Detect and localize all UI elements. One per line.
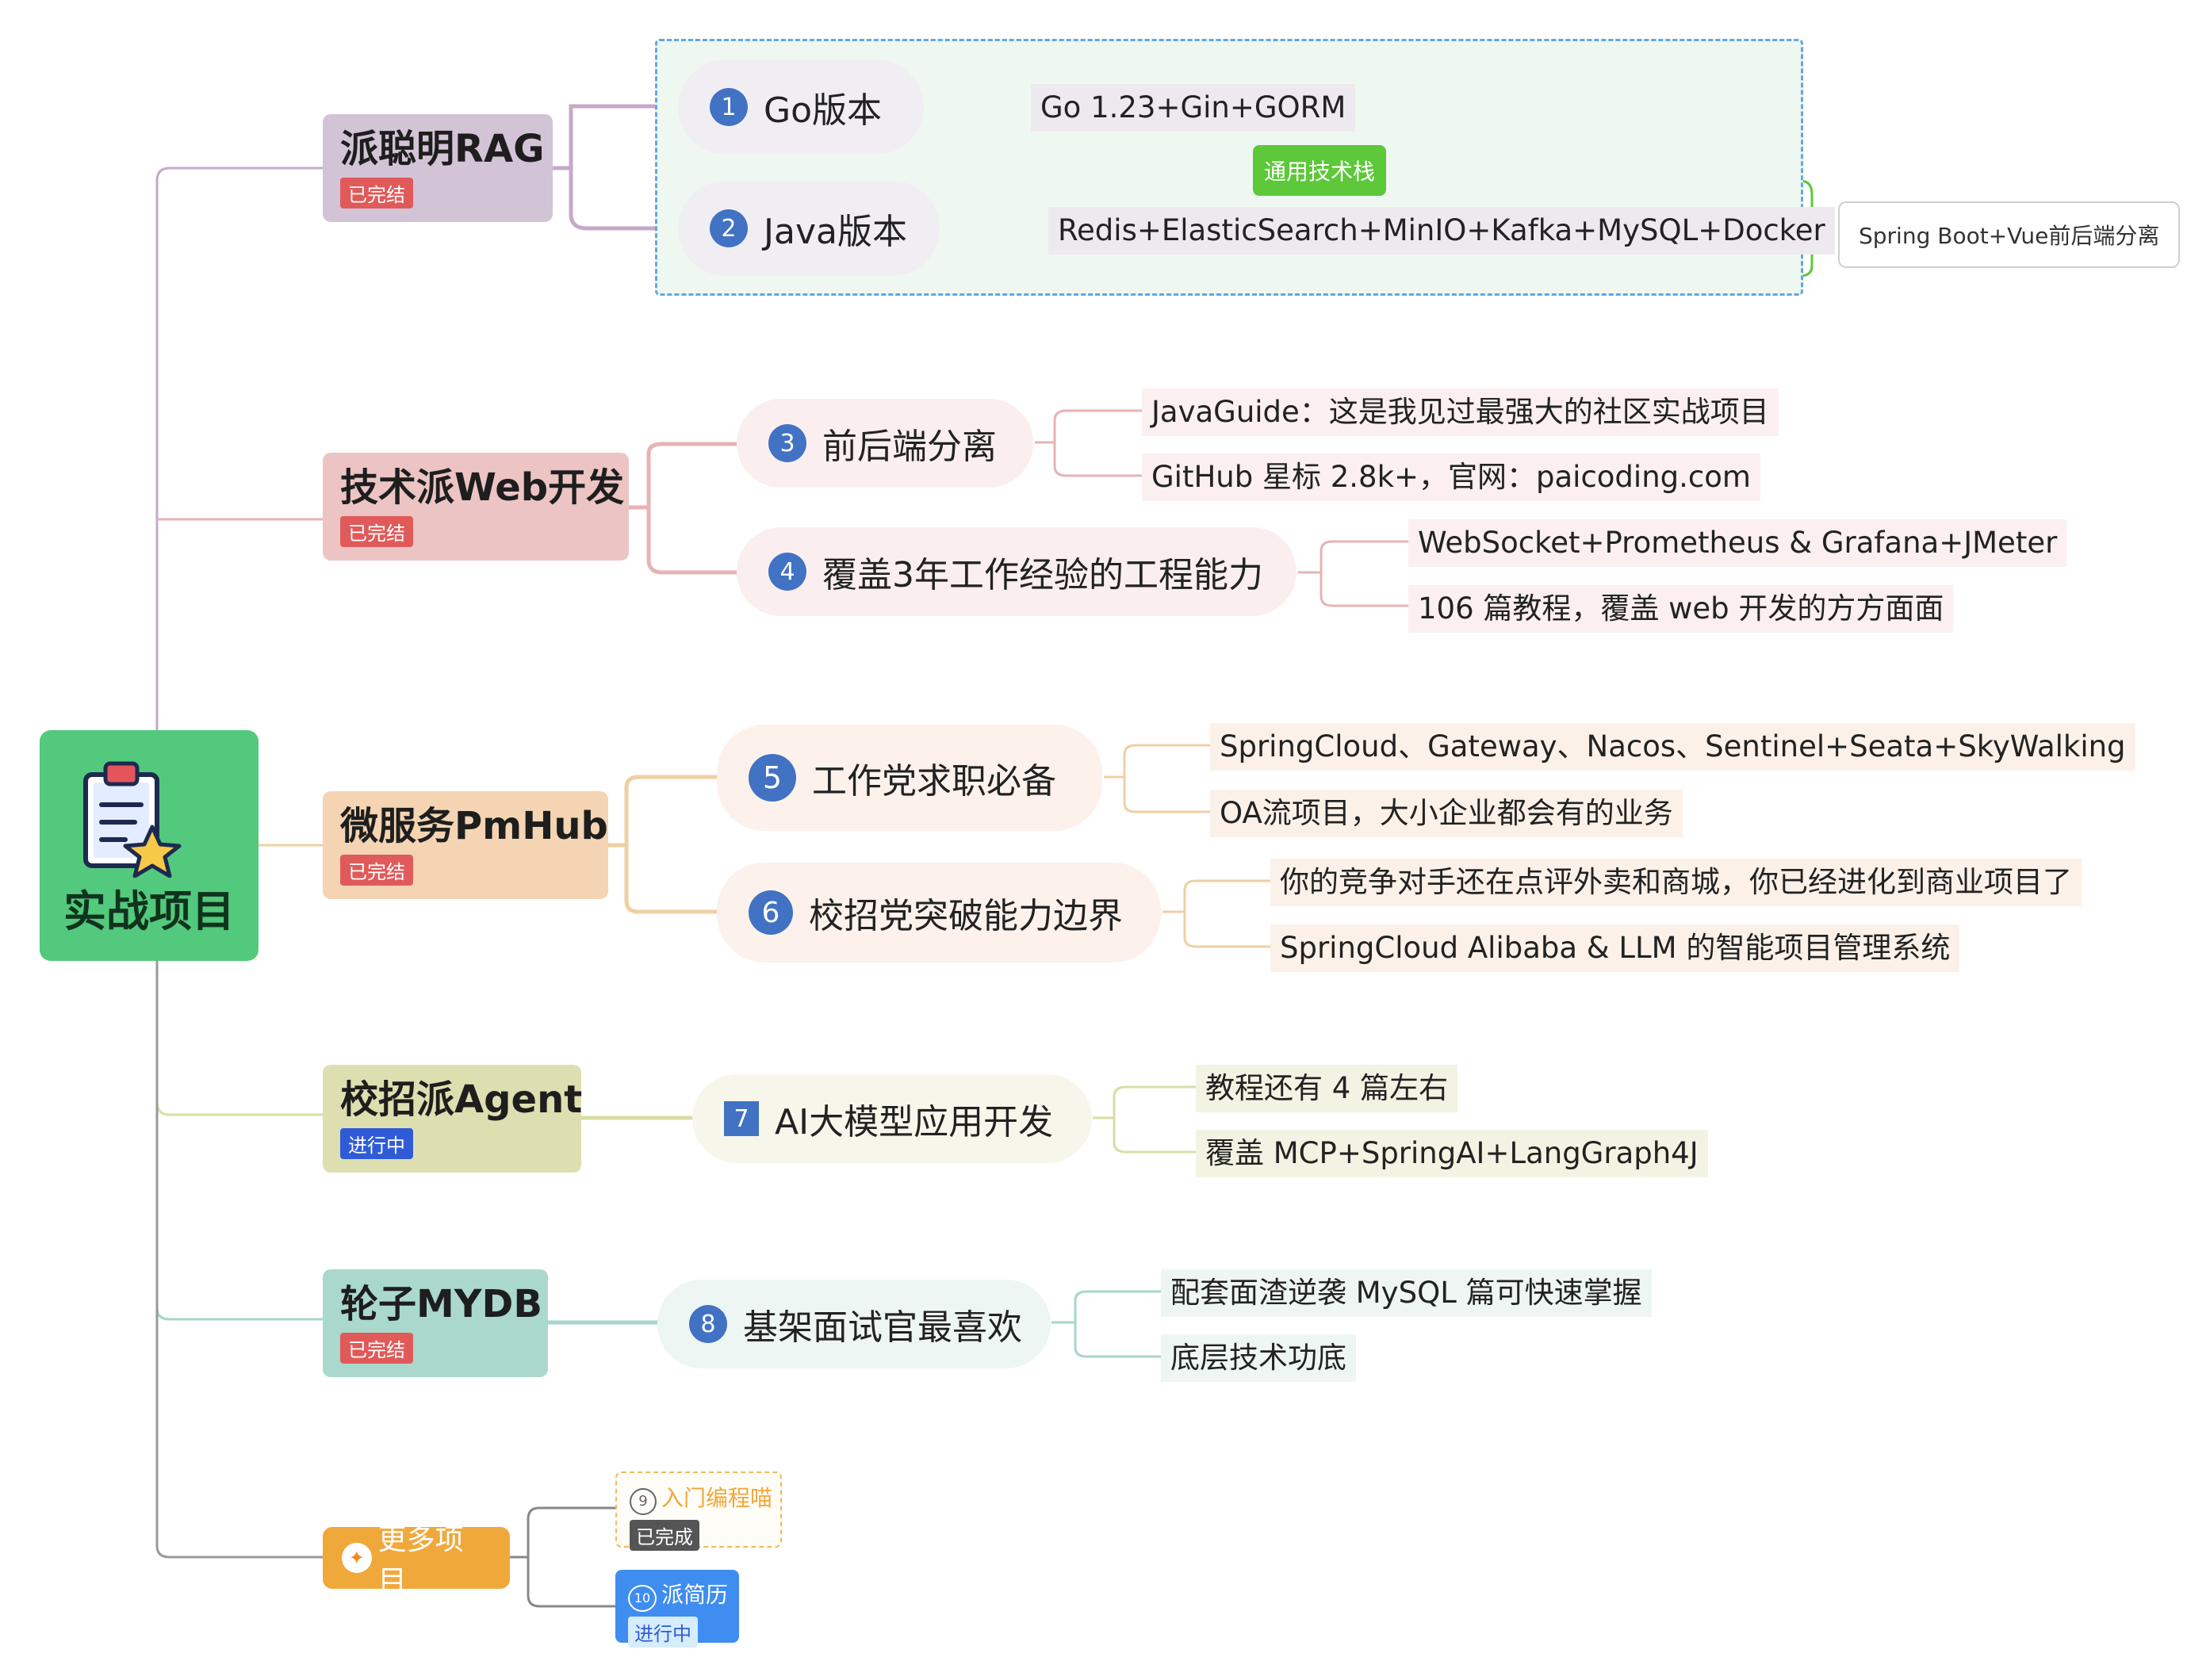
topic-label: Java版本 [764,212,907,252]
status-badge: 已完成 [630,1519,699,1551]
branch-mydb[interactable]: 轮子MYDB 已完结 [323,1269,548,1377]
link-3-leaf2 [1053,442,1142,477]
leaf-oa-flow: OA流项目，大小企业都会有的业务 [1210,790,1683,837]
leaf-tutorials: 106 篇教程，覆盖 web 开发的方方面面 [1408,585,1954,633]
status-badge: 已完结 [340,178,413,209]
link-4-leaf2 [1319,572,1408,607]
branch-title: 派聪明RAG [340,127,545,171]
link-5-leaf1 [1104,744,1210,779]
number-badge: 4 [768,553,806,591]
project-label: 入门编程喵 [661,1485,773,1511]
topic-java-version[interactable]: 2 Java版本 [678,181,940,276]
status-badge: 已完结 [340,1333,413,1364]
number-badge: 10 [628,1584,657,1612]
topic-label: Go版本 [764,90,883,131]
leaf-java-stack: Redis+ElasticSearch+MinIO+Kafka+MySQL+Do… [1048,207,1835,254]
number-badge: 7 [724,1101,759,1136]
topic-ai-llm[interactable]: 7 AI大模型应用开发 [692,1074,1092,1163]
branch-rag[interactable]: 派聪明RAG 已完结 [323,114,553,222]
branch-title: 轮子MYDB [340,1282,542,1326]
link-more-10 [527,1557,615,1608]
link-root-more [155,961,323,1559]
branch-pmhub[interactable]: 微服务PmHub 已完结 [323,791,608,899]
more-projects-button[interactable]: ✦ 更多项目 [323,1524,510,1598]
topic-engineering[interactable]: 4 覆盖3年工作经验的工程能力 [737,527,1297,616]
branch-agent[interactable]: 校招派Agent 进行中 [323,1065,583,1173]
number-badge: 3 [768,424,806,462]
link-rag-java [569,168,670,231]
number-badge: 2 [710,209,748,247]
link-4-leaf1 [1298,540,1408,574]
link-6-leaf2 [1183,912,1270,948]
link-web-4 [646,507,737,575]
link-root-rag [155,166,323,730]
number-badge: 9 [630,1487,657,1515]
branch-web[interactable]: 技术派Web开发 已完结 [323,453,629,561]
status-badge: 已完结 [340,516,413,547]
leaf-github-stars: GitHub 星标 2.8k+，官网：paicoding.com [1142,453,1760,501]
topic-label: 前后端分离 [822,427,997,467]
branch-title: 校招派Agent [340,1077,583,1122]
note-common-stack[interactable]: 通用技术栈 [1253,145,1387,196]
leaf-competition: 你的竞争对手还在点评外卖和商城，你已经进化到商业项目了 [1270,859,2082,906]
link-rag-go [553,104,670,170]
link-6-leaf1 [1162,879,1270,913]
topic-label: 工作党求职必备 [812,761,1056,802]
number-badge: 8 [689,1305,727,1343]
number-badge: 5 [749,754,796,802]
link-root-mydb [155,961,323,1321]
status-badge: 进行中 [340,1128,413,1159]
topic-label: 基架面试官最喜欢 [743,1307,1022,1348]
root-node[interactable]: 实战项目 [40,730,259,961]
link-7-leaf2 [1113,1118,1196,1154]
leaf-websocket: WebSocket+Prometheus & Grafana+JMeter [1408,519,2067,567]
clipboard-star-icon [83,761,182,878]
leaf-springcloud: SpringCloud、Gateway、Nacos、Sentinel+Seata… [1210,723,2135,771]
link-web-3 [629,442,737,510]
leaf-alibaba-llm: SpringCloud Alibaba & LLM 的智能项目管理系统 [1270,924,1960,972]
topic-frontend-backend[interactable]: 3 前后端分离 [737,399,1033,488]
topic-campus-recruit[interactable]: 6 校招党突破能力边界 [717,863,1161,962]
summary-spring-vue[interactable]: Spring Boot+Vue前后端分离 [1838,201,2181,268]
topic-label: 覆盖3年工作经验的工程能力 [822,555,1263,595]
project-label: 派简历 [661,1582,729,1608]
root-title: 实战项目 [63,886,235,936]
link-root-agent [155,961,323,1116]
topic-job-hunting[interactable]: 5 工作党求职必备 [717,725,1102,831]
topic-interviewer-favorite[interactable]: 8 基架面试官最喜欢 [657,1280,1051,1368]
topic-label: AI大模型应用开发 [775,1102,1054,1142]
leaf-mcp: 覆盖 MCP+SpringAI+LangGraph4J [1196,1130,1708,1177]
leaf-remaining-tutorials: 教程还有 4 篇左右 [1196,1065,1458,1112]
leaf-javaguide: JavaGuide：这是我见过最强大的社区实战项目 [1142,388,1779,436]
link-5-leaf2 [1123,777,1210,813]
status-badge: 进行中 [628,1616,698,1647]
link-8-leaf2 [1074,1322,1161,1358]
link-7-leaf1 [1093,1085,1196,1119]
link-more-9 [510,1506,615,1559]
link-3-leaf1 [1035,409,1142,444]
branch-title: 微服务PmHub [340,804,608,848]
link-pmhub-5 [608,775,717,848]
link-8-leaf1 [1051,1290,1161,1324]
branch-title: 技术派Web开发 [340,465,625,510]
topic-go-version[interactable]: 1 Go版本 [678,59,924,155]
number-badge: 6 [749,890,793,935]
lightbulb-icon: ✦ [342,1543,372,1573]
leaf-fundamentals: 底层技术功底 [1161,1334,1356,1382]
more-projects-label: 更多项目 [377,1524,464,1598]
number-badge: 1 [710,88,748,126]
link-pmhub-6 [624,845,717,914]
topic-label: 校招党突破能力边界 [809,896,1123,936]
leaf-go-stack: Go 1.23+Gin+GORM [1031,84,1356,132]
leaf-mysql-interview: 配套面渣逆袭 MySQL 篇可快速掌握 [1161,1269,1652,1317]
status-badge: 已完结 [340,855,413,886]
